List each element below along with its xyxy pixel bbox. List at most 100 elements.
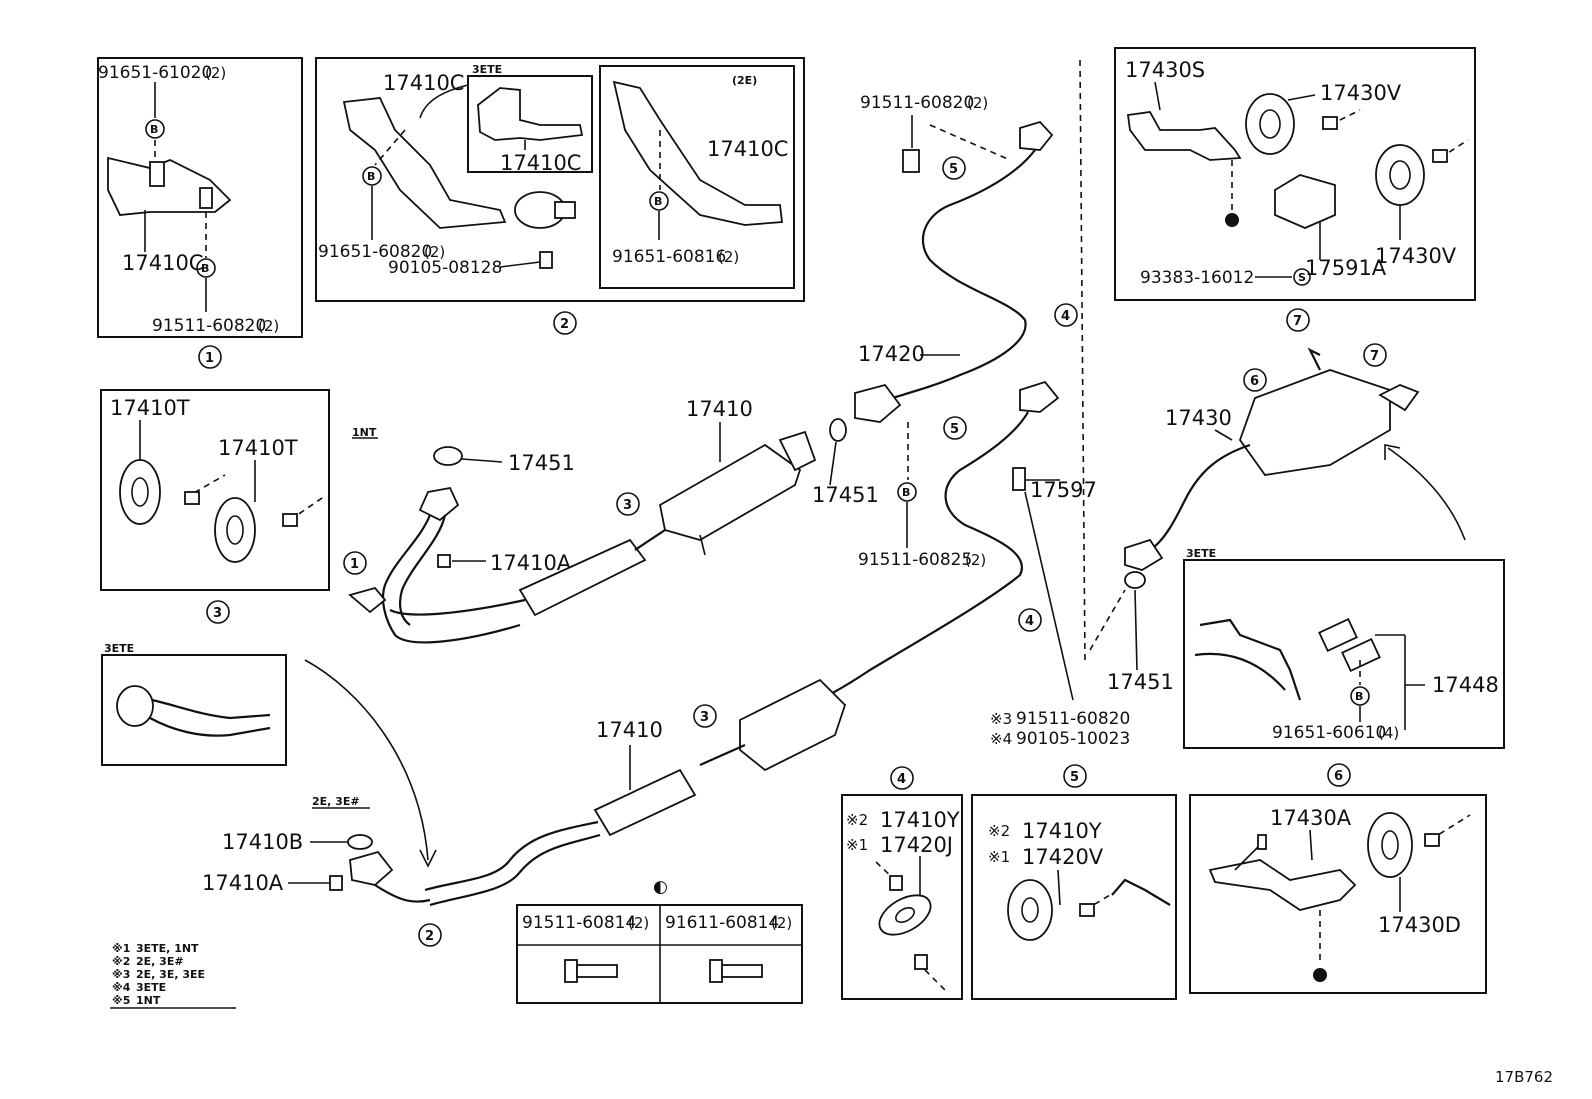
part-17597: 17597 <box>1030 478 1097 502</box>
qty: (2) <box>771 914 792 932</box>
callout-4: 4 <box>1061 309 1070 324</box>
engine-tag-3ETE: 3ETE <box>1186 547 1216 560</box>
svg-text:B: B <box>367 170 375 183</box>
svg-text:3: 3 <box>213 606 222 621</box>
callout-6: 6 <box>1334 769 1343 784</box>
part-17410C: 17410C <box>500 151 581 175</box>
svg-text:2: 2 <box>560 317 569 332</box>
note-text-1: 3ETE, 1NT <box>136 942 199 955</box>
part-17430: 17430 <box>1165 406 1232 430</box>
mark-2: ※2 <box>846 811 868 829</box>
part-17591A: 17591A <box>1305 256 1387 280</box>
part-17451-lower: 17451 <box>1107 670 1174 694</box>
part-17410B: 17410B <box>222 830 303 854</box>
note-mark-1: ※1 <box>112 942 130 955</box>
part-17451-upper: 17451 <box>508 451 575 475</box>
qty: (4) <box>1378 724 1399 742</box>
qty: (2) <box>965 551 986 569</box>
engine-2E: (2E) <box>732 74 757 87</box>
note-text-2: 2E, 3E# <box>136 955 184 968</box>
part-91511-60820-ref: 91511-60820 <box>1016 709 1130 729</box>
detail-box-7: 17430S 17430V 17591A 17430V 93383-16012 … <box>1114 47 1476 301</box>
engine-tag-1NT: 1NT <box>352 426 377 439</box>
note-mark-3: ※3 <box>112 968 130 981</box>
rear-muffler-assembly: 17430 6 7 17451 <box>1089 343 1466 694</box>
svg-text:1: 1 <box>205 351 214 366</box>
note-mark-2: ※2 <box>112 955 130 968</box>
diagram-code: 17B762 <box>1495 1068 1553 1086</box>
bolt-header-1: 91511-60814 <box>522 913 636 933</box>
callout-3: 3 <box>206 600 230 624</box>
bolt-header-2: 91611-60814 <box>665 913 779 933</box>
svg-text:B: B <box>902 486 910 499</box>
part-17410T: 17410T <box>218 436 298 460</box>
part-17410Y: 17410Y <box>880 808 960 832</box>
callout-5: 5 <box>949 162 958 177</box>
svg-text:B: B <box>201 262 209 275</box>
part-17430D: 17430D <box>1378 913 1461 937</box>
qty: (2) <box>718 248 739 266</box>
part-17430S: 17430S <box>1125 58 1205 82</box>
part-17410C: 17410C <box>707 137 788 161</box>
lower-exhaust-assembly: 5 17597 4 3 17410 2E, 3E# 17410B 17410A … <box>202 380 1097 947</box>
part-17420J: 17420J <box>880 833 953 857</box>
part-91651-60820: 91651-60820 <box>318 242 432 262</box>
footnote-refs: ※3 91511-60820 ※4 90105-10023 <box>990 709 1130 749</box>
detail-box-2: 17410C B 91651-60820 (2) 90105-08128 3ET… <box>315 57 805 302</box>
part-17420: 17420 <box>858 342 925 366</box>
part-17430V: 17430V <box>1320 81 1402 105</box>
detail-box-3ete-tail: 3ETE 17448 B 91651-60610 (4) <box>1183 547 1505 749</box>
callout-4: 4 <box>897 772 906 787</box>
qty: (2) <box>205 64 226 82</box>
bolt-symbol: ◐ <box>653 877 668 897</box>
callout-7: 7 <box>1370 349 1379 364</box>
part-17410Y: 17410Y <box>1022 819 1102 843</box>
qty: (2) <box>424 243 445 261</box>
part-17410A-lower: 17410A <box>202 871 284 895</box>
part-17410T: 17410T <box>110 396 190 420</box>
engine-tag-2E3E: 2E, 3E# <box>312 795 360 808</box>
part-91651-60816: 91651-60816 <box>612 247 726 267</box>
engine-3ETE: 3ETE <box>472 63 502 76</box>
detail-box-3: 17410T 17410T <box>100 389 330 591</box>
callout-2: 2 <box>425 929 434 944</box>
part-17451-mid: 17451 <box>812 483 879 507</box>
part-17430A: 17430A <box>1270 806 1352 830</box>
part-91511-60825: 91511-60825 <box>858 550 972 570</box>
qty: (2) <box>967 94 988 112</box>
detail-box-6: 6 17430A 17430D <box>1189 763 1487 994</box>
part-91511-60820-top: 91511-60820 <box>860 93 974 113</box>
part-91511-60820: 91511-60820 <box>152 316 266 336</box>
callout-5: 5 <box>950 422 959 437</box>
part-91651-61020: 91651-61020 <box>98 63 212 83</box>
callout-5: 5 <box>1070 770 1079 785</box>
callout-3: 3 <box>700 710 709 725</box>
part-17448: 17448 <box>1432 673 1499 697</box>
mark-2: ※2 <box>988 822 1010 840</box>
note-mark-5: ※5 <box>112 994 130 1007</box>
note-text-5: 1NT <box>136 994 161 1007</box>
mark-3: ※3 <box>990 710 1012 728</box>
part-93383-16012: 93383-16012 <box>1140 268 1254 288</box>
qty: (2) <box>258 317 279 335</box>
svg-text:S: S <box>1298 271 1306 284</box>
callout-3: 3 <box>623 498 632 513</box>
part-17410-lower: 17410 <box>596 718 663 742</box>
callout-1: 1 <box>350 557 359 572</box>
note-mark-4: ※4 <box>112 981 131 994</box>
part-17430V: 17430V <box>1375 244 1457 268</box>
callout-6: 6 <box>1250 374 1259 389</box>
upper-exhaust-assembly: 1NT 17451 17410A 17410 17451 3 1 <box>343 397 879 644</box>
detail-box-3ete-left: 3ETE <box>101 642 287 766</box>
engine-notes: ※1 3ETE, 1NT ※2 2E, 3E# ※3 2E, 3E, 3EE ※… <box>110 942 236 1009</box>
detail-box-1: 91651-61020 (2) B 17410C B 91511-60820 (… <box>97 57 303 338</box>
part-17410A-upper: 17410A <box>490 551 572 575</box>
callout-1: 1 <box>198 345 222 369</box>
mark-1: ※1 <box>846 836 868 854</box>
note-text-4: 3ETE <box>136 981 166 994</box>
detail-box-4: 4 ※2 17410Y ※1 17420J <box>841 766 963 1000</box>
part-17420V: 17420V <box>1022 845 1104 869</box>
part-90105-10023: 90105-10023 <box>1016 729 1130 749</box>
detail-box-5: 5 ※2 17410Y ※1 17420V <box>971 764 1177 1000</box>
